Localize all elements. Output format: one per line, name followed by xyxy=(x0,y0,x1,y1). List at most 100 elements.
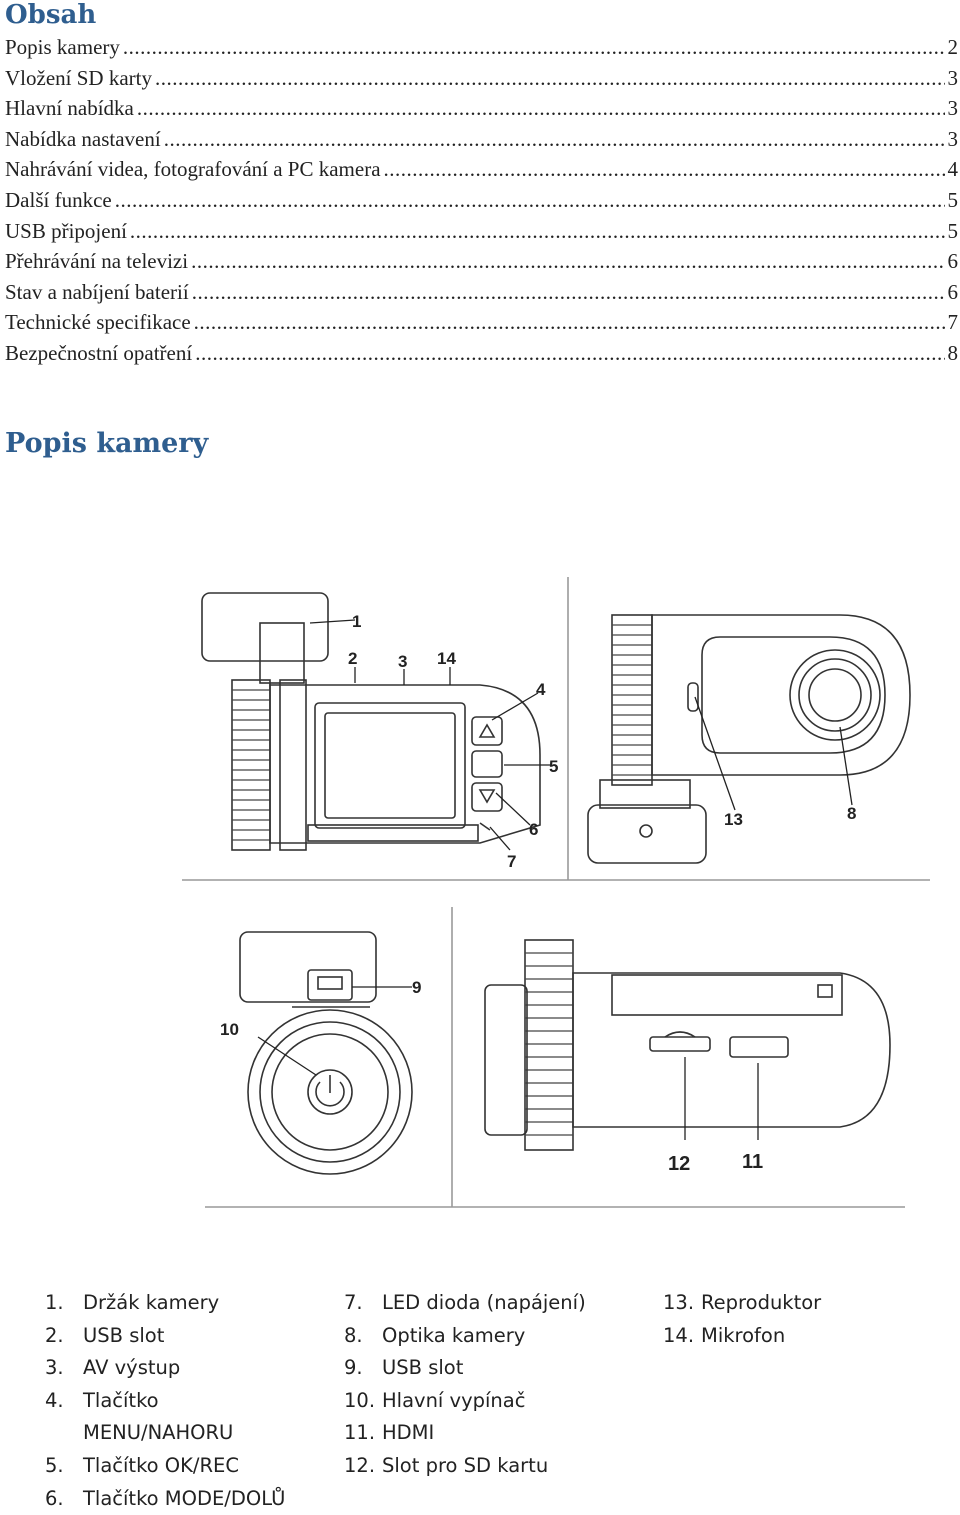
legend-number: 12. xyxy=(344,1453,376,1477)
legend-item: 6. Tlačítko MODE/DOLŮ xyxy=(45,1483,315,1515)
toc-entry-label: Technické specifikace xyxy=(5,310,191,335)
toc-leader xyxy=(155,66,945,91)
legend-number: 6. xyxy=(45,1486,64,1510)
callout-label: 2 xyxy=(348,649,357,668)
toc-entry-page: 6 xyxy=(947,279,959,304)
legend-column: 1. Držák kamery 2. USB slot 3. AV výstup 4.… xyxy=(45,1287,315,1515)
legend-item: 2. USB slot xyxy=(45,1320,315,1353)
legend-column: 13.Reproduktor 14.Mikrofon xyxy=(663,1287,943,1352)
callout-label: 1 xyxy=(352,612,361,631)
toc-entry-label: Bezpečnostní opatření xyxy=(5,340,193,365)
callout-label: 7 xyxy=(507,852,516,871)
toc-entry[interactable]: Nabídka nastavení 3 xyxy=(5,127,958,158)
toc-leader xyxy=(194,310,945,335)
toc-entry[interactable]: Nahrávání videa, fotografování a PC kame… xyxy=(5,157,958,188)
toc-entry-label: USB připojení xyxy=(5,218,127,243)
toc-entry-label: Vložení SD karty xyxy=(5,65,152,90)
camera-back-view xyxy=(587,614,911,864)
legend-item: 12.Slot pro SD kartu xyxy=(344,1450,644,1483)
toc-entry-page: 3 xyxy=(947,65,959,90)
legend-text: USB slot xyxy=(83,1323,165,1347)
toc-entry-page: 5 xyxy=(947,218,959,243)
legend-number: 4. xyxy=(45,1388,64,1412)
toc-entry-page: 2 xyxy=(947,35,959,59)
callout-label: 12 xyxy=(668,1153,690,1175)
legend-column: 7. LED dioda (napájení) 8. Optika kamery 9… xyxy=(344,1287,644,1483)
legend-number: 1. xyxy=(45,1291,64,1314)
toc-entry[interactable]: Bezpečnostní opatření 8 xyxy=(5,341,958,372)
legend-item: 11.HDMI xyxy=(344,1417,644,1450)
toc-entry-label: Hlavní nabídka xyxy=(5,96,134,121)
legend-number: 3. xyxy=(45,1356,64,1380)
legend-text: Optika kamery xyxy=(382,1323,526,1347)
callout-label: 14 xyxy=(437,649,456,668)
legend-item: 3. AV výstup xyxy=(45,1352,315,1385)
callout-leaders xyxy=(257,619,853,1140)
legend-number: 7. xyxy=(344,1291,363,1314)
toc-entry-label: Nahrávání videa, fotografování a PC kame… xyxy=(5,157,381,182)
callout-label: 9 xyxy=(412,978,421,997)
toc-entry[interactable]: Hlavní nabídka 3 xyxy=(5,96,958,127)
toc-entry[interactable]: Stav a nabíjení baterií 6 xyxy=(5,280,958,311)
toc-entry[interactable]: Technické specifikace 7 xyxy=(5,310,958,341)
toc-leader xyxy=(137,96,945,121)
legend-item: 7. LED dioda (napájení) xyxy=(344,1287,644,1320)
camera-front-view xyxy=(201,592,541,851)
toc-entry-page: 7 xyxy=(947,310,959,335)
toc-entry-page: 6 xyxy=(947,249,959,274)
toc-leader xyxy=(130,219,945,244)
toc-leader xyxy=(123,35,945,60)
legend-text: AV výstup xyxy=(83,1356,181,1380)
toc-entry-label: Stav a nabíjení baterií xyxy=(5,279,189,304)
legend-number: 8. xyxy=(344,1323,363,1347)
toc-leader xyxy=(195,341,944,366)
callout-label: 4 xyxy=(536,680,546,699)
legend-text: USB slot xyxy=(382,1356,464,1380)
legend-item: 13.Reproduktor xyxy=(663,1287,943,1320)
toc-entry-page: 3 xyxy=(947,96,959,121)
legend-text: Držák kamery xyxy=(83,1291,220,1314)
toc-entry-page: 8 xyxy=(947,340,959,365)
legend-text: HDMI xyxy=(382,1421,435,1445)
legend-text: LED dioda (napájení) xyxy=(382,1291,586,1314)
legend-number: 10. xyxy=(344,1388,376,1412)
legend-text: Slot pro SD kartu xyxy=(382,1453,549,1477)
legend-text: Mikrofon xyxy=(701,1323,786,1347)
legend-text: Reproduktor xyxy=(701,1291,822,1314)
camera-diagram: 1 2 3 14 4 5 6 7 13 8 9 10 12 11 xyxy=(182,577,930,1208)
callout-label: 6 xyxy=(529,820,538,839)
callout-label: 13 xyxy=(724,810,743,829)
toc-entry-page: 5 xyxy=(947,187,959,212)
legend-item: 8. Optika kamery xyxy=(344,1320,644,1353)
toc-entry[interactable]: Další funkce5 xyxy=(5,188,958,219)
legend-text: Tlačítko MENU/NAHORU xyxy=(83,1388,234,1445)
toc-leader xyxy=(164,127,945,152)
toc-entry-page: 3 xyxy=(947,126,959,151)
legend-item: 5. Tlačítko OK/REC xyxy=(45,1450,315,1483)
legend-text: Tlačítko MODE/DOLŮ xyxy=(83,1486,286,1510)
legend-item: 14.Mikrofon xyxy=(663,1320,943,1353)
toc-leader xyxy=(115,188,945,213)
toc-leader xyxy=(192,280,945,305)
legend-item: 4. Tlačítko MENU/NAHORU xyxy=(45,1385,315,1450)
legend-number: 5. xyxy=(45,1453,64,1477)
callout-label: 10 xyxy=(220,1020,239,1039)
toc-entry[interactable]: Vložení SD karty 3 xyxy=(5,66,958,97)
toc-entry-label: Nabídka nastavení xyxy=(5,126,161,151)
toc-entry-label: Přehrávání na televizi xyxy=(5,249,189,274)
legend-number: 14. xyxy=(663,1323,695,1347)
callout-label: 11 xyxy=(742,1151,763,1173)
legend-item: 9.USB slot xyxy=(344,1352,644,1385)
toc-entry[interactable]: Přehrávání na televizi 6 xyxy=(5,249,958,280)
legend-number: 2. xyxy=(45,1323,64,1347)
legend-text: Tlačítko OK/REC xyxy=(83,1453,239,1477)
toc-entry[interactable]: USB připojení 5 xyxy=(5,219,958,250)
toc-leader xyxy=(191,249,944,274)
toc-entry-page: 4 xyxy=(947,157,959,182)
legend-item: 10.Hlavní vypínač xyxy=(344,1385,644,1418)
toc-heading: Obsah xyxy=(5,0,97,30)
callout-label: 8 xyxy=(847,804,856,823)
callout-label: 3 xyxy=(398,652,407,671)
